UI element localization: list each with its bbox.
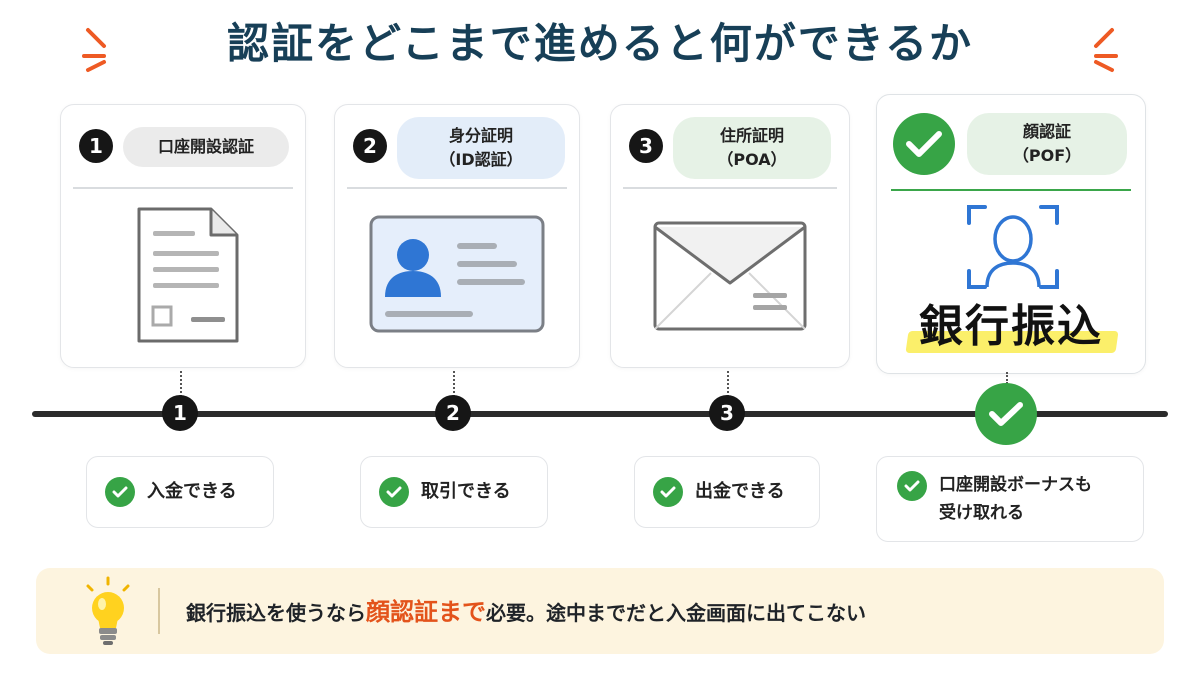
card-divider	[891, 189, 1131, 191]
envelope-icon	[653, 221, 807, 331]
card-divider	[623, 187, 837, 189]
check-icon	[897, 471, 927, 501]
bank-transfer-label: 銀行振込	[919, 301, 1103, 352]
step-card-1: 1 口座開設認証	[60, 104, 306, 368]
step-number-badge: 3	[629, 129, 663, 163]
timeline-bar	[32, 411, 1168, 417]
connector-line	[453, 371, 455, 401]
step-label: 身分証明	[448, 126, 513, 145]
timeline-node-final	[975, 383, 1037, 445]
connector-line	[1006, 372, 1008, 384]
step-number-badge: 2	[353, 129, 387, 163]
step-label: 住所証明	[719, 126, 784, 145]
result-label: 口座開設ボーナスも	[939, 475, 1092, 495]
step-card-2: 2 身分証明 （ID認証）	[334, 104, 580, 368]
spark-right-icon	[1094, 28, 1118, 72]
result-label: 取引できる	[421, 481, 511, 502]
step-label-pill: 顔認証 （POF）	[967, 113, 1127, 175]
step-label-pill: 住所証明 （POA）	[673, 117, 831, 179]
timeline-node-3: 3	[709, 395, 745, 431]
result-label: 出金できる	[695, 481, 785, 502]
spark-left-icon	[82, 28, 106, 72]
check-icon	[989, 402, 1023, 426]
card-divider	[347, 187, 567, 189]
result-label: 入金できる	[147, 481, 237, 502]
timeline-node-1: 1	[162, 395, 198, 431]
final-check-badge	[893, 113, 955, 175]
result-label-line2: 受け取れる	[939, 503, 1024, 523]
timeline-node-2: 2	[435, 395, 471, 431]
result-box-2: 取引できる	[360, 456, 548, 528]
footer-divider	[158, 588, 160, 634]
step-label: 口座開設認証	[157, 137, 254, 156]
footer-highlight: 顔認証まで	[366, 598, 486, 626]
lightbulb-icon	[86, 576, 130, 645]
check-icon	[906, 131, 942, 157]
step-label-sub: （POF）	[1012, 146, 1082, 165]
footer-text-before: 銀行振込を使うなら	[186, 601, 366, 625]
connector-line	[727, 371, 729, 401]
footer-text: 銀行振込を使うなら顔認証まで必要。途中までだと入金画面に出てこない	[186, 592, 866, 633]
step-label-pill: 口座開設認証	[123, 127, 289, 167]
footer-note: 銀行振込を使うなら顔認証まで必要。途中までだと入金画面に出てこない	[36, 568, 1164, 654]
document-icon	[137, 207, 239, 343]
result-box-4: 口座開設ボーナスも 受け取れる	[876, 456, 1144, 542]
step-label: 顔認証	[1022, 122, 1071, 141]
connector-line	[180, 371, 182, 401]
check-icon	[379, 477, 409, 507]
step-card-3: 3 住所証明 （POA）	[610, 104, 850, 368]
face-scan-icon	[967, 205, 1059, 289]
result-box-1: 入金できる	[86, 456, 274, 528]
step-label-pill: 身分証明 （ID認証）	[397, 117, 565, 179]
card-divider	[73, 187, 293, 189]
step-label-sub: （ID認証）	[439, 150, 523, 169]
step-card-4: 顔認証 （POF） 銀行振込	[876, 94, 1146, 374]
footer-text-after: 必要。途中までだと入金画面に出てこない	[486, 601, 866, 625]
step-label-sub: （POA）	[717, 150, 787, 169]
result-box-3: 出金できる	[634, 456, 820, 528]
id-card-icon	[369, 215, 545, 333]
check-icon	[105, 477, 135, 507]
check-icon	[653, 477, 683, 507]
step-number-badge: 1	[79, 129, 113, 163]
page-title: 認証をどこまで進めると何ができるか	[227, 19, 973, 68]
